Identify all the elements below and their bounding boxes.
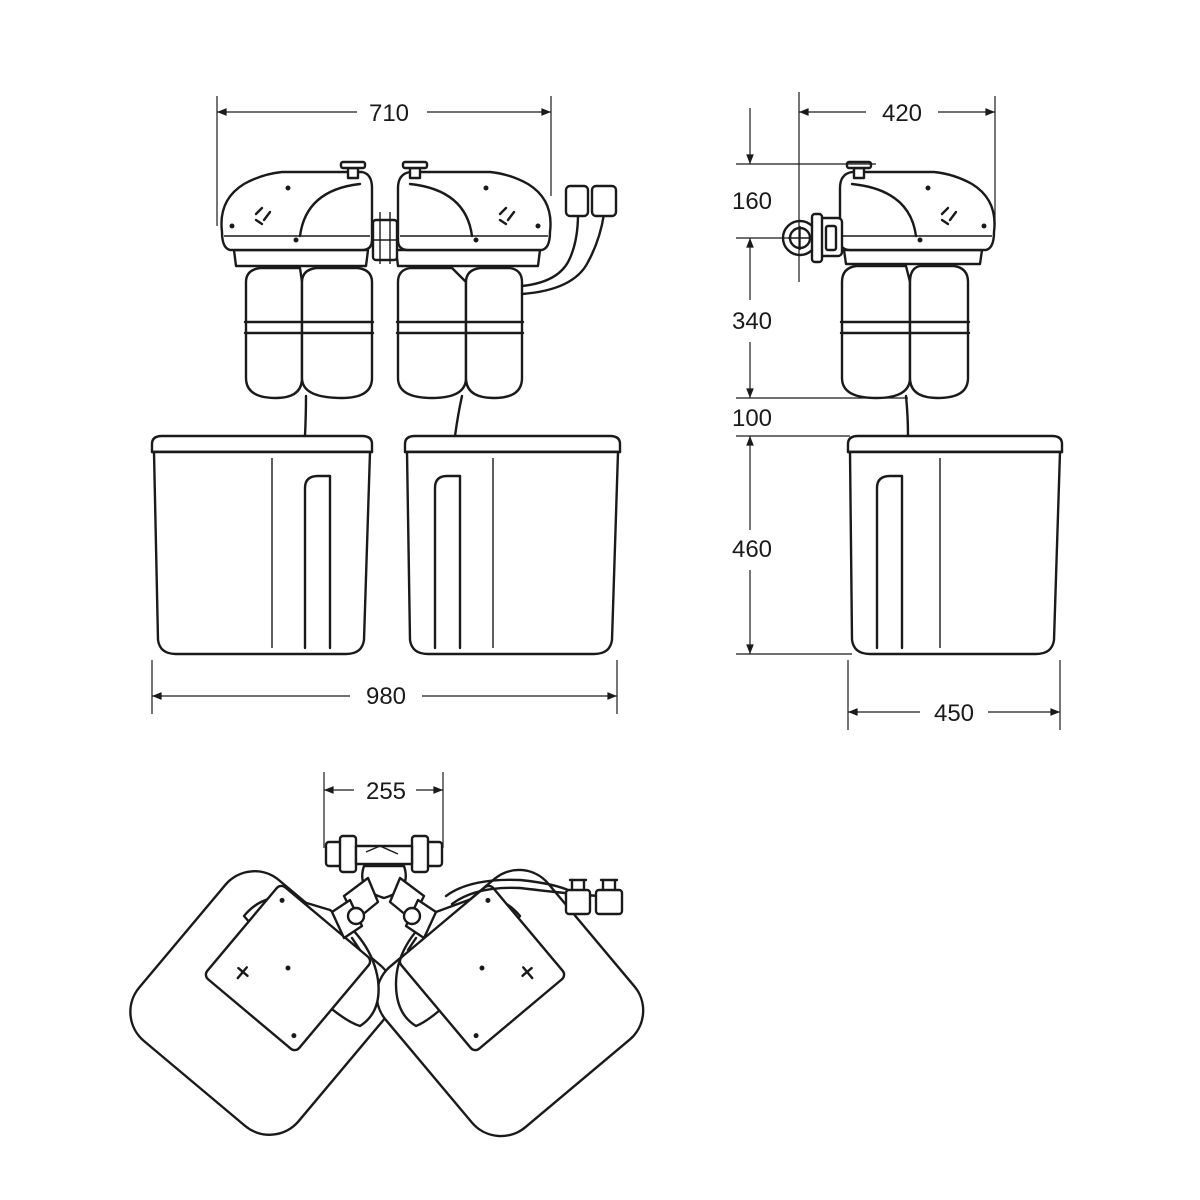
side-bypass-valve [781,212,844,264]
dim-255-label: 255 [366,778,406,805]
front-head-connector [371,212,399,264]
front-control-head-right [394,160,552,268]
plan-bypass-manifold [324,834,444,952]
plan-head-left [204,884,372,1052]
front-power-supplies [520,184,618,296]
front-brine-tube-left [303,394,308,438]
dim-450-label: 450 [934,700,974,727]
side-view [781,160,1064,656]
side-control-head [838,160,996,266]
dimension-front-top-width: 710 [216,96,552,226]
dim-980-label: 980 [366,683,406,710]
dim-710-label: 710 [369,100,409,127]
side-brine-tube [904,394,910,438]
dim-340-label: 340 [732,308,772,335]
front-view [150,160,622,656]
front-brine-tank-right [403,434,622,656]
front-control-head-left [220,160,374,268]
dimension-side-top-width: 420 [798,92,996,282]
plan-head-right [398,884,566,1052]
dimension-side-heights: 160 340 100 460 [732,108,908,655]
side-brine-tank [846,434,1064,656]
dim-420-label: 420 [882,100,922,127]
dimension-front-bottom-width: 980 [151,660,618,714]
dimension-plan-bypass-width: 255 [323,772,444,848]
dim-160-label: 160 [732,188,772,215]
dim-100-label: 100 [732,405,772,432]
front-brine-tube-right [453,394,464,438]
dimension-side-bottom-width: 450 [847,660,1061,730]
front-brine-tank-left [150,434,374,656]
dim-460-label: 460 [732,536,772,563]
side-resin-vessels [839,264,971,400]
front-resin-vessels [243,266,525,400]
plan-power-supplies [444,878,624,916]
plan-view [129,834,645,1138]
